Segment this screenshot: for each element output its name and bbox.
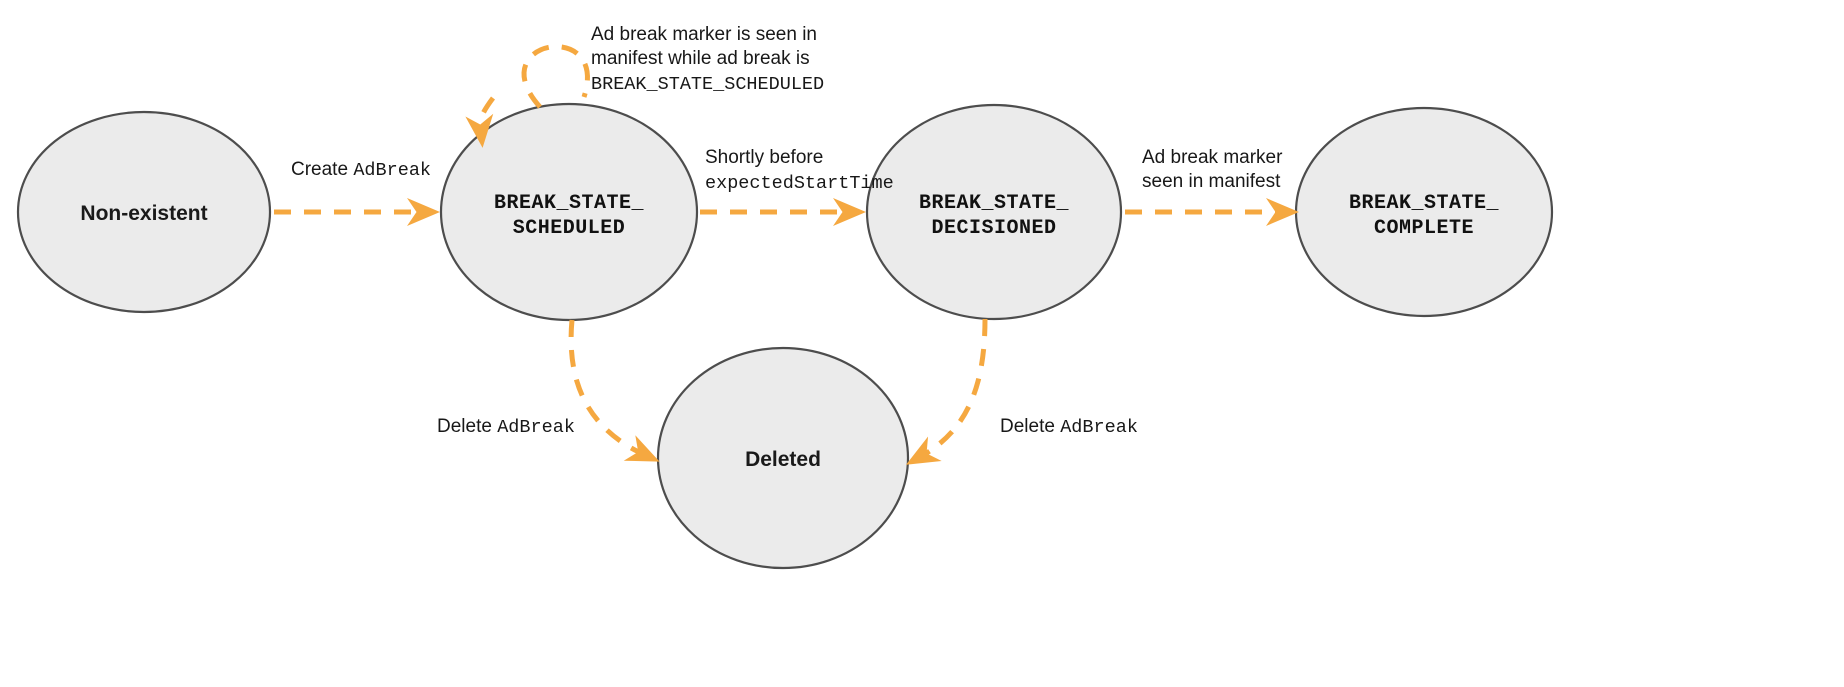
edge-label-delete-adbreak-right: Delete AdBreak (1000, 416, 1138, 438)
edge-label-mono: AdBreak (497, 417, 575, 438)
edge-label-mono: AdBreak (1060, 417, 1138, 438)
edge-decisioned-to-deleted[interactable]: Delete AdBreak (906, 318, 1138, 465)
node-label-decisioned-line1: BREAK_STATE_ (919, 192, 1070, 215)
node-label-scheduled-line2: SCHEDULED (513, 217, 626, 240)
edge-scheduled-self-loop[interactable]: Ad break marker is seen in manifest whil… (465, 24, 824, 148)
edge-label-mono: AdBreak (353, 160, 431, 181)
node-break-state-scheduled[interactable]: BREAK_STATE_ SCHEDULED (439, 102, 699, 322)
node-break-state-decisioned[interactable]: BREAK_STATE_ DECISIONED (865, 103, 1123, 321)
edge-label-shortly-before: Shortly before (705, 147, 823, 168)
edge-scheduled-to-deleted[interactable]: Delete AdBreak (437, 319, 660, 462)
node-label-deleted: Deleted (745, 448, 821, 471)
node-non-existent[interactable]: Non-existent (16, 110, 272, 314)
node-label-decisioned-line2: DECISIONED (931, 217, 1056, 240)
edge-label-marker-seen-line1: Ad break marker (1142, 147, 1283, 168)
edge-label-self-loop-line1: Ad break marker is seen in (591, 24, 817, 45)
edge-label-plain: Delete (437, 416, 497, 437)
edge-line (568, 319, 660, 462)
edge-line (906, 318, 988, 465)
edge-label-delete-adbreak-left: Delete AdBreak (437, 416, 575, 438)
edge-scheduled-to-decisioned[interactable]: Shortly before expectedStartTime (700, 147, 894, 227)
node-label-complete-line2: COMPLETE (1374, 217, 1474, 240)
node-label-non-existent: Non-existent (80, 202, 207, 225)
edge-label-create-adbreak: Create AdBreak (291, 159, 431, 181)
node-shape (439, 102, 699, 322)
node-shape (865, 103, 1123, 321)
node-label-complete-line1: BREAK_STATE_ (1349, 192, 1500, 215)
node-shape (16, 110, 272, 314)
node-deleted[interactable]: Deleted (656, 346, 910, 570)
edge-label-plain: Create (291, 159, 353, 180)
edge-label-marker-seen-line2: seen in manifest (1142, 171, 1281, 192)
edge-decisioned-to-complete[interactable]: Ad break marker seen in manifest (1125, 147, 1299, 227)
edge-line-arrow-segment (465, 96, 496, 148)
edge-label-self-loop-line2: manifest while ad break is (591, 48, 810, 69)
edge-label-expected-start-time: expectedStartTime (705, 173, 894, 194)
edge-line (521, 44, 590, 109)
node-break-state-complete[interactable]: BREAK_STATE_ COMPLETE (1294, 106, 1554, 318)
edge-label-plain: Delete (1000, 416, 1060, 437)
edge-create-adbreak[interactable]: Create AdBreak (274, 159, 440, 227)
node-label-scheduled-line1: BREAK_STATE_ (494, 192, 645, 215)
edge-label-self-loop-mono: BREAK_STATE_SCHEDULED (591, 74, 824, 95)
